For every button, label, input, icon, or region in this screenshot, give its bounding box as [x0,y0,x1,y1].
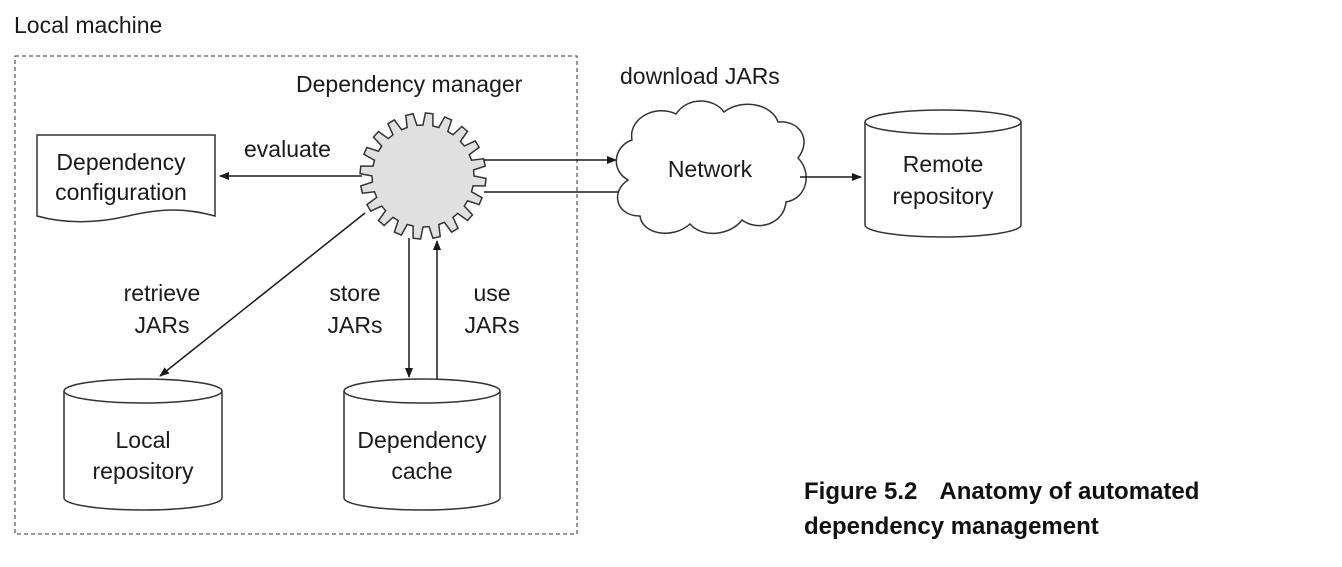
caption-line-2: dependency management [804,513,1099,540]
retrieve-label-line1: retrieve [124,280,201,306]
dependency-configuration-label-line1: Dependency [56,149,186,175]
dependency-manager-label: Dependency manager [296,71,523,97]
network-label: Network [668,156,753,182]
dependency-configuration-document [36,134,216,223]
store-label-line1: store [329,280,380,306]
evaluate-label: evaluate [244,136,331,162]
caption-line-1: Figure 5.2 Anatomy of automated [804,474,1324,509]
local-repository-label-line1: Local [116,427,171,453]
dependency-cache-label-line1: Dependency [357,427,487,453]
remote-repository-label-line2: repository [893,183,994,209]
use-label-line1: use [473,280,510,306]
store-label-line2: JARs [328,312,383,338]
retrieve-jars-arrow [159,212,366,377]
dependency-cache-label-line2: cache [391,458,452,484]
local-machine-label: Local machine [14,12,162,38]
retrieve-label-line2: JARs [135,312,190,338]
dependency-cache-cylinder [343,378,501,511]
local-machine-boundary [14,55,578,535]
use-label-line2: JARs [465,312,520,338]
dependency-manager-gear-icon [359,112,487,240]
remote-repository-label-line1: Remote [903,151,984,177]
figure-number: Figure 5.2 [804,478,918,505]
figure-caption: Figure 5.2 Anatomy of automated dependenc… [804,474,1324,544]
download-jars-label: download JARs [620,63,780,89]
remote-repository-cylinder [864,109,1022,238]
dependency-configuration-label-line2: configuration [55,179,187,205]
network-cloud-icon [615,100,807,235]
local-repository-label-line2: repository [93,458,194,484]
caption-title-part1: Anatomy of automated [939,478,1200,505]
local-repository-cylinder [63,378,223,511]
